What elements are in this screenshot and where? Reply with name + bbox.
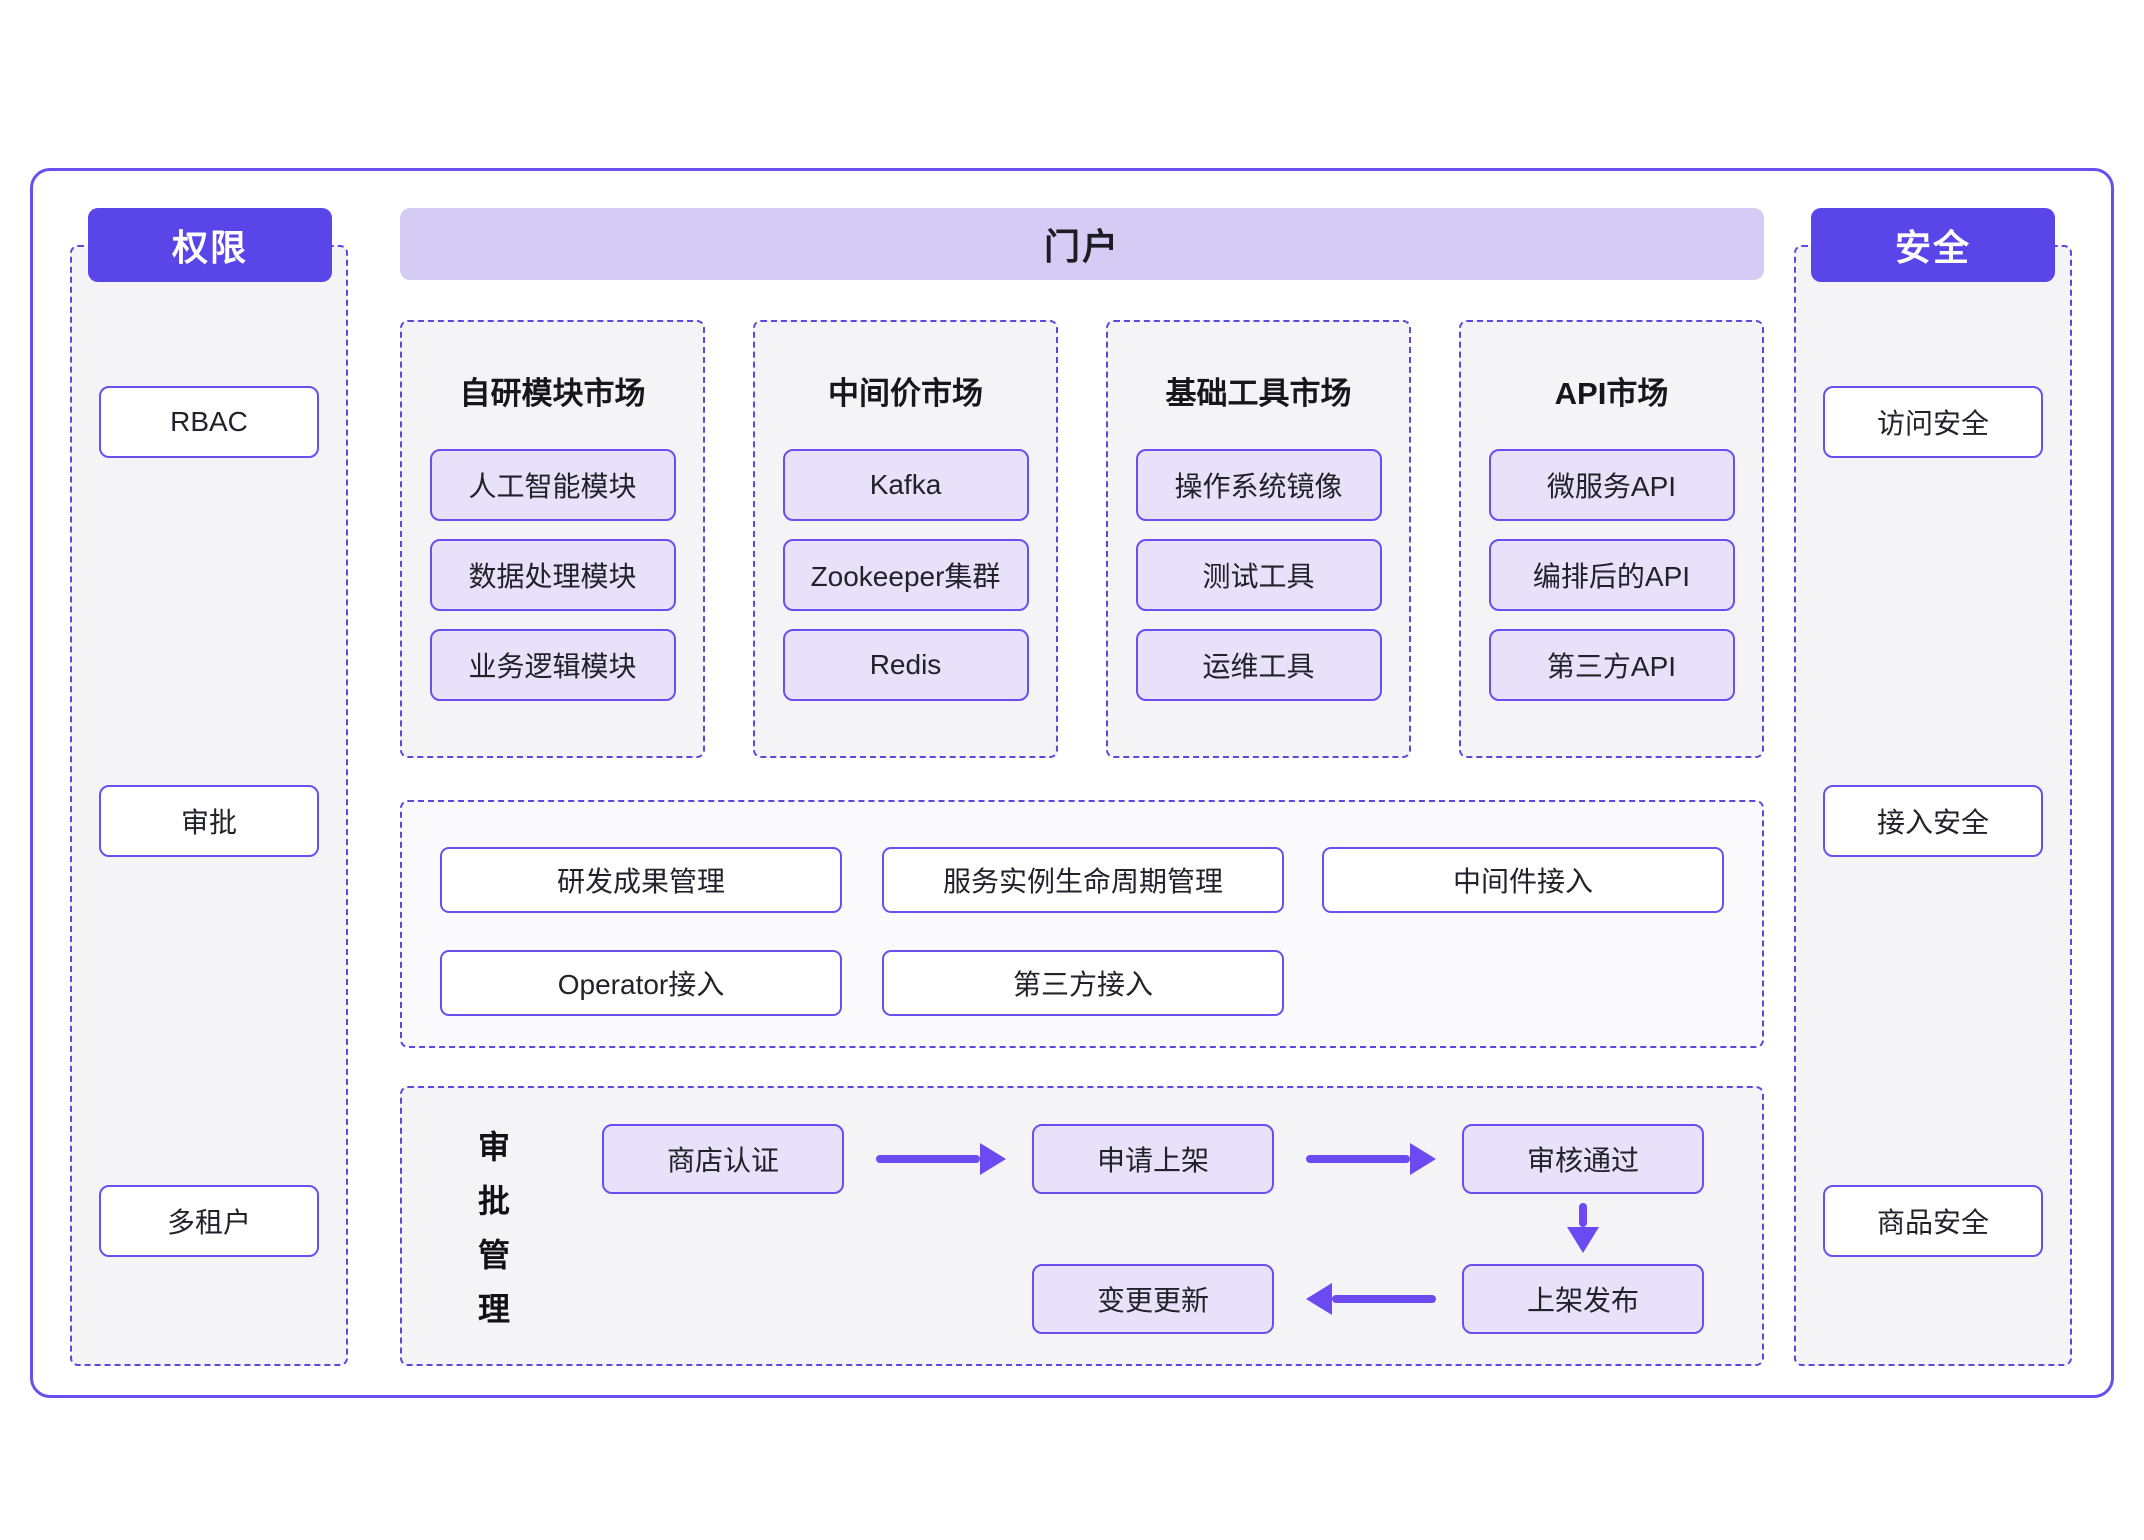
- arrow-store-to-apply-icon: [876, 1143, 1006, 1175]
- approval-box: 审批: [99, 785, 319, 857]
- market-item-test-tools: 测试工具: [1135, 539, 1382, 611]
- arrow-line: [876, 1155, 980, 1163]
- market-item-label: 微服务API: [1546, 471, 1677, 502]
- market-item-label: Kafka: [869, 469, 942, 500]
- integration-security-label: 接入安全: [1876, 807, 1989, 838]
- market-title: 自研模块市场: [459, 376, 646, 411]
- rbac-label: RBAC: [170, 406, 248, 437]
- market-item-label: 运维工具: [1202, 651, 1315, 682]
- product-security-label: 商品安全: [1876, 1207, 1989, 1238]
- permissions-header-label: 权限: [171, 227, 248, 268]
- arrow-head: [1567, 1227, 1599, 1253]
- approval-label-char: 管: [477, 1237, 510, 1273]
- approval-label-char: 理: [477, 1291, 510, 1327]
- arrow-head: [1306, 1283, 1332, 1315]
- security-header-label: 安全: [1894, 227, 1971, 268]
- flow-box-label: 上架发布: [1526, 1285, 1639, 1316]
- market-item-label: 第三方API: [1546, 651, 1677, 682]
- mgmt-box-label: 第三方接入: [1012, 969, 1153, 1000]
- mgmt-box-label: 研发成果管理: [556, 866, 725, 897]
- arrow-review-to-publish-icon: [1567, 1203, 1599, 1253]
- product-security-box: 商品安全: [1823, 1185, 2043, 1257]
- arrow-line: [1332, 1295, 1436, 1303]
- arrow-apply-to-review-icon: [1306, 1143, 1436, 1175]
- arrow-publish-to-change-icon: [1306, 1283, 1436, 1315]
- flow-apply-listing-box: 申请上架: [1032, 1124, 1274, 1194]
- rbac-box: RBAC: [99, 386, 319, 458]
- market-item-label: Zookeeper集群: [810, 561, 1001, 592]
- market-item-data-processing-module: 数据处理模块: [429, 539, 676, 611]
- flow-box-label: 申请上架: [1096, 1145, 1209, 1176]
- market-item-orchestrated-api: 编排后的API: [1488, 539, 1735, 611]
- flow-review-passed-box: 审核通过: [1462, 1124, 1704, 1194]
- portal-header: 门户: [400, 208, 1764, 280]
- mgmt-box-middleware-access: 中间件接入: [1322, 847, 1724, 913]
- market-item-os-image: 操作系统镜像: [1135, 449, 1382, 521]
- mgmt-box-label: 服务实例生命周期管理: [942, 866, 1223, 897]
- market-panel-api: API市场 微服务API 编排后的API 第三方API: [1459, 320, 1764, 758]
- mgmt-box-rnd-results: 研发成果管理: [440, 847, 842, 913]
- market-title: 中间价市场: [828, 376, 983, 411]
- market-item-label: 数据处理模块: [468, 561, 637, 592]
- market-item-business-logic-module: 业务逻辑模块: [429, 629, 676, 701]
- market-item-microservice-api: 微服务API: [1488, 449, 1735, 521]
- approval-label-char: 批: [477, 1183, 510, 1219]
- flow-box-label: 变更更新: [1096, 1285, 1209, 1316]
- mgmt-box-label: Operator接入: [557, 969, 725, 1000]
- market-item-list: 微服务API 编排后的API 第三方API: [1488, 449, 1735, 701]
- market-item-label: Redis: [869, 649, 942, 680]
- approval-label: 审批: [180, 807, 237, 838]
- market-item-third-party-api: 第三方API: [1488, 629, 1735, 701]
- market-item-label: 操作系统镜像: [1174, 471, 1343, 502]
- arrow-line: [1579, 1203, 1587, 1227]
- market-item-ops-tools: 运维工具: [1135, 629, 1382, 701]
- portal-header-label: 门户: [1043, 226, 1120, 267]
- flow-box-label: 审核通过: [1526, 1145, 1639, 1176]
- arrow-head: [980, 1143, 1006, 1175]
- flow-store-cert-box: 商店认证: [602, 1124, 844, 1194]
- market-item-ai-module: 人工智能模块: [429, 449, 676, 521]
- mgmt-box-label: 中间件接入: [1452, 866, 1593, 897]
- market-item-zookeeper-cluster: Zookeeper集群: [782, 539, 1029, 611]
- market-title: 基础工具市场: [1165, 376, 1352, 411]
- permissions-header: 权限: [88, 208, 332, 282]
- market-item-label: 业务逻辑模块: [468, 651, 637, 682]
- management-panel: 研发成果管理 服务实例生命周期管理 中间件接入 Operator接入 第三方接入: [400, 800, 1764, 1048]
- approval-label-char: 审: [477, 1129, 510, 1165]
- multi-tenant-label: 多租户: [166, 1207, 251, 1238]
- market-panel-basic-tools: 基础工具市场 操作系统镜像 测试工具 运维工具: [1106, 320, 1411, 758]
- market-item-label: 测试工具: [1202, 561, 1315, 592]
- security-header: 安全: [1811, 208, 2055, 282]
- market-item-list: Kafka Zookeeper集群 Redis: [782, 449, 1029, 701]
- flow-change-update-box: 变更更新: [1032, 1264, 1274, 1334]
- market-panel-self-dev-modules: 自研模块市场 人工智能模块 数据处理模块 业务逻辑模块: [400, 320, 705, 758]
- market-item-label: 人工智能模块: [468, 471, 637, 502]
- market-item-kafka: Kafka: [782, 449, 1029, 521]
- market-item-list: 人工智能模块 数据处理模块 业务逻辑模块: [429, 449, 676, 701]
- integration-security-box: 接入安全: [1823, 785, 2043, 857]
- flow-box-label: 商店认证: [666, 1145, 779, 1176]
- arrow-line: [1306, 1155, 1410, 1163]
- market-item-label: 编排后的API: [1532, 561, 1691, 592]
- flow-publish-box: 上架发布: [1462, 1264, 1704, 1334]
- market-title: API市场: [1554, 376, 1669, 411]
- mgmt-box-operator-access: Operator接入: [440, 950, 842, 1016]
- multi-tenant-box: 多租户: [99, 1185, 319, 1257]
- mgmt-box-third-party-access: 第三方接入: [882, 950, 1284, 1016]
- market-item-redis: Redis: [782, 629, 1029, 701]
- market-item-list: 操作系统镜像 测试工具 运维工具: [1135, 449, 1382, 701]
- approval-flow-panel: 审 批 管 理 商店认证 申请上架 审核通过 上架发布 变更更新: [400, 1086, 1764, 1366]
- mgmt-box-service-lifecycle: 服务实例生命周期管理: [882, 847, 1284, 913]
- arrow-head: [1410, 1143, 1436, 1175]
- access-security-label: 访问安全: [1876, 408, 1989, 439]
- access-security-box: 访问安全: [1823, 386, 2043, 458]
- market-panel-middleware: 中间价市场 Kafka Zookeeper集群 Redis: [753, 320, 1058, 758]
- approval-management-label: 审 批 管 理: [474, 1120, 514, 1336]
